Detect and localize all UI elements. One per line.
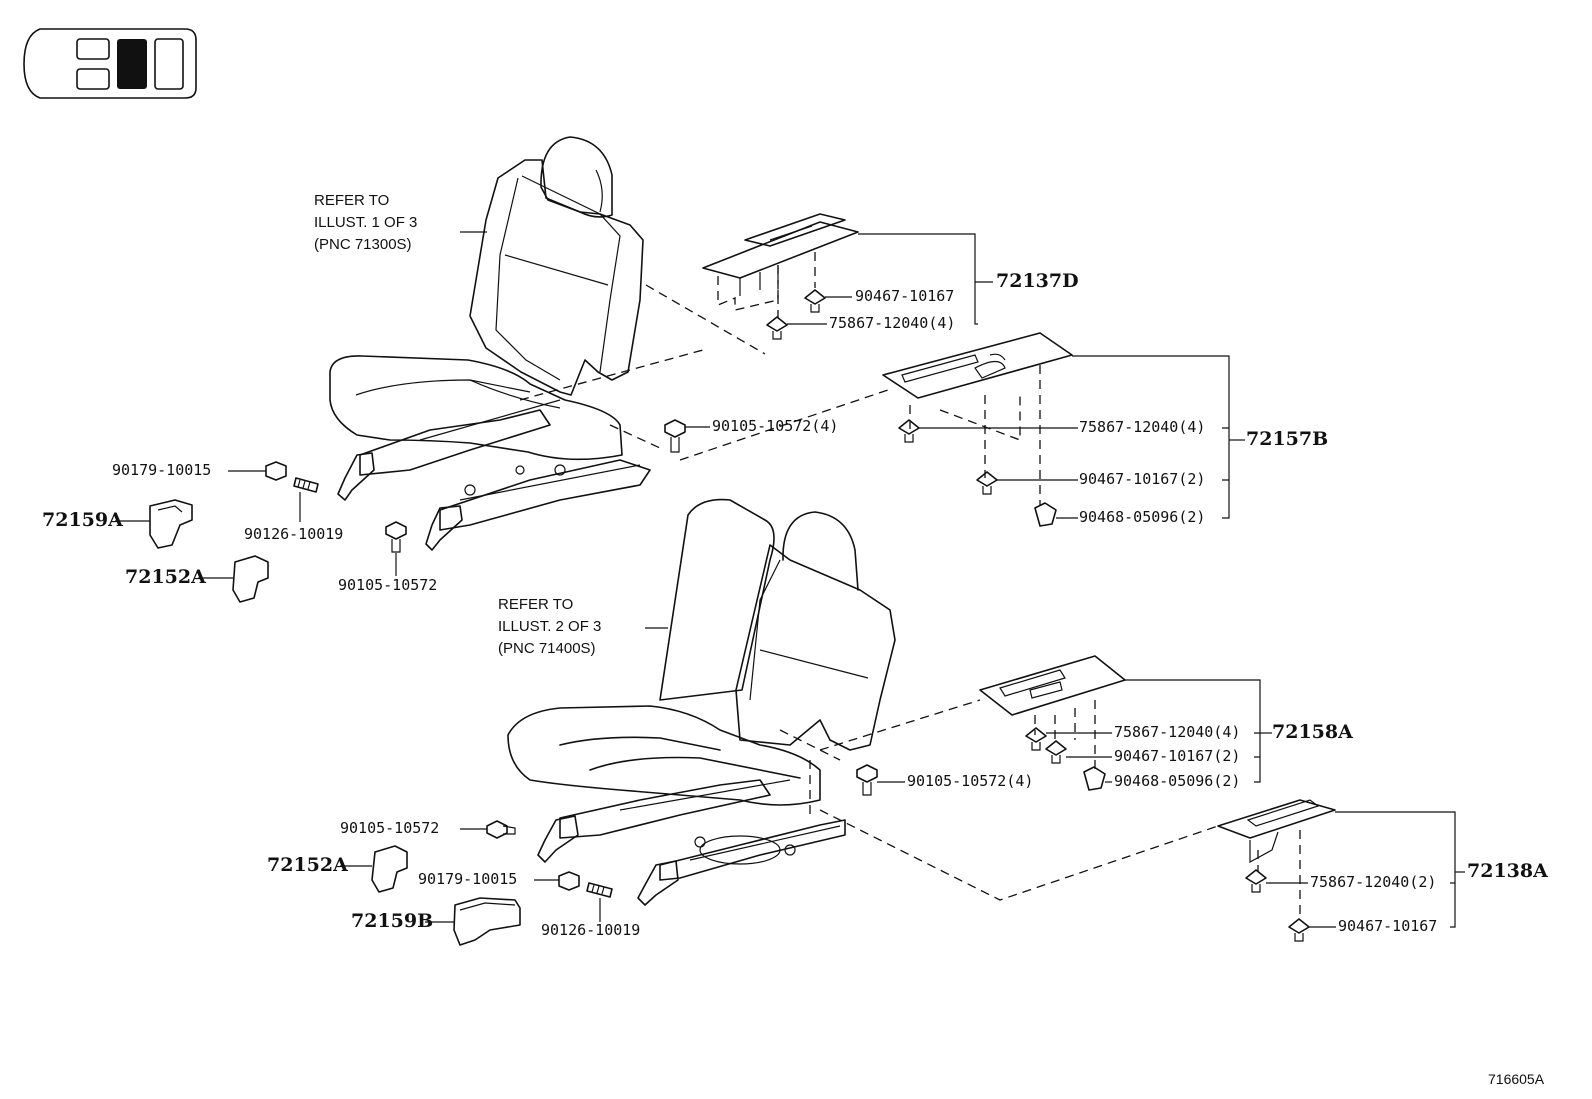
fastener-label-90179-10015[interactable]: 90179-10015 — [112, 461, 212, 479]
assembly-dashed-lines — [519, 284, 1219, 901]
vehicle-seat-row-locator-icon — [23, 28, 197, 99]
bolt-icon — [385, 419, 878, 839]
refer-note-line: ILLUST. 2 OF 3 — [498, 618, 602, 635]
fastener-label-90467-10167[interactable]: 90467-10167 — [855, 287, 955, 305]
fastener-label-75867-12040[interactable]: 75867-12040(4) — [1114, 723, 1241, 741]
figure-id: 716605A — [1488, 1071, 1545, 1087]
part-72159a-shape — [149, 499, 193, 549]
fastener-label-90126-10019[interactable]: 90126-10019 — [541, 921, 641, 939]
fastener-label-90126-10019[interactable]: 90126-10019 — [244, 525, 344, 543]
cover-72138a-illustration — [1217, 799, 1336, 920]
part-label-72152a-upper[interactable]: 72152A — [125, 566, 206, 588]
refer-note-line: REFER TO — [498, 596, 574, 613]
fastener-label-75867-12040[interactable]: 75867-12040(4) — [1079, 418, 1206, 436]
fastener-label-90467-10167[interactable]: 90467-10167(2) — [1114, 747, 1241, 765]
fastener-label-75867-12040[interactable]: 75867-12040(2) — [1310, 873, 1437, 891]
nut-icon — [265, 461, 580, 891]
clip-icon — [766, 289, 1310, 942]
refer-note-lower: REFER TO ILLUST. 2 OF 3 (PNC 71400S) — [498, 594, 601, 660]
part-label-72138a[interactable]: 72138A — [1467, 860, 1548, 882]
stud-icon — [293, 477, 613, 898]
refer-note-line: (PNC 71400S) — [498, 640, 596, 657]
fastener-label-90467-10167[interactable]: 90467-10167 — [1338, 917, 1438, 935]
part-label-72157b[interactable]: 72157B — [1246, 428, 1329, 450]
fastener-label-90105-10572[interactable]: 90105-10572 — [338, 576, 438, 594]
lower-seat-illustration — [507, 498, 896, 906]
fastener-label-75867-12040[interactable]: 75867-12040(4) — [829, 314, 956, 332]
leader-lines — [115, 231, 1465, 928]
fastener-label-90179-10015[interactable]: 90179-10015 — [418, 870, 518, 888]
refer-note-line: REFER TO — [314, 192, 390, 209]
part-label-72158a[interactable]: 72158A — [1272, 721, 1353, 743]
fastener-label-90105-10572[interactable]: 90105-10572 — [340, 819, 440, 837]
part-72152a-top-shape — [232, 555, 269, 603]
cover-72157b-illustration — [882, 332, 1073, 505]
part-72159b-shape — [453, 897, 521, 946]
refer-note-upper: REFER TO ILLUST. 1 OF 3 (PNC 71300S) — [314, 190, 417, 256]
fastener-label-90467-10167[interactable]: 90467-10167(2) — [1079, 470, 1206, 488]
part-label-72159a[interactable]: 72159A — [42, 509, 123, 531]
fastener-label-90105-10572[interactable]: 90105-10572(4) — [907, 772, 1034, 790]
part-label-72152a-lower[interactable]: 72152A — [267, 854, 348, 876]
fastener-label-90468-05096[interactable]: 90468-05096(2) — [1079, 508, 1206, 526]
refer-note-line: (PNC 71300S) — [314, 236, 412, 253]
fastener-label-90468-05096[interactable]: 90468-05096(2) — [1114, 772, 1241, 790]
part-72152a-bottom-shape — [371, 845, 408, 893]
upper-seat-illustration — [329, 136, 651, 551]
part-label-72159b[interactable]: 72159B — [351, 910, 434, 932]
hook-icon — [1034, 502, 1106, 791]
refer-note-line: ILLUST. 1 OF 3 — [314, 214, 418, 231]
fastener-label-90105-10572[interactable]: 90105-10572(4) — [712, 417, 839, 435]
cover-72137d-illustration — [702, 213, 859, 318]
part-label-72137d[interactable]: 72137D — [996, 270, 1079, 292]
